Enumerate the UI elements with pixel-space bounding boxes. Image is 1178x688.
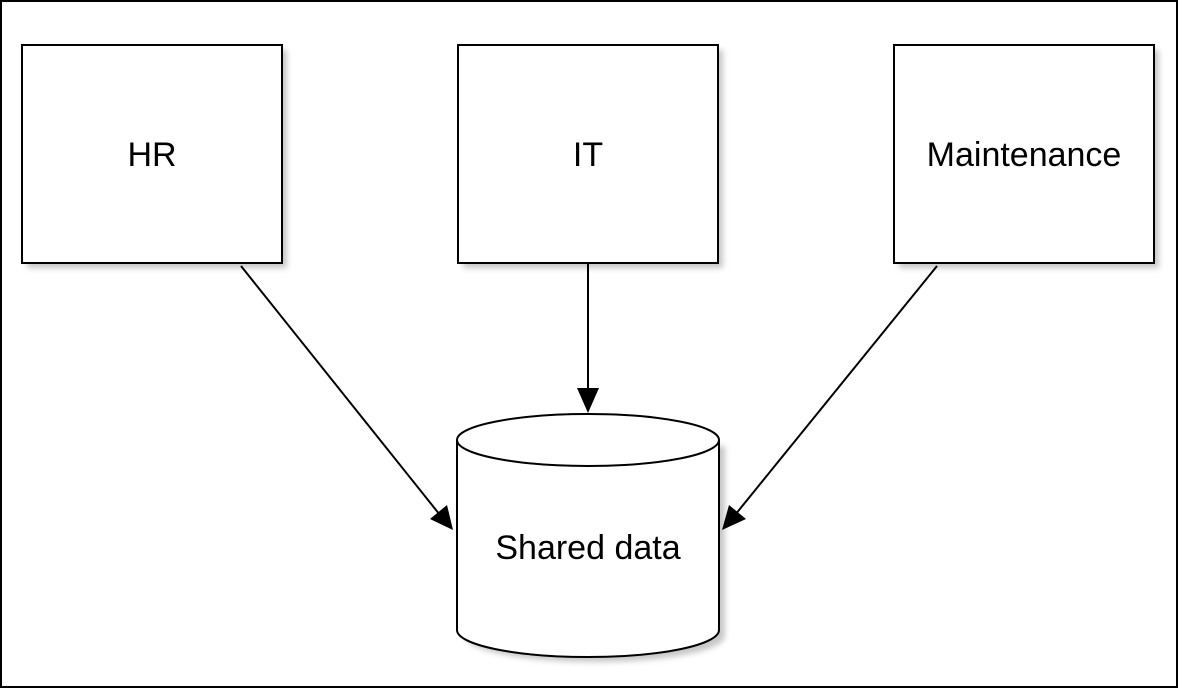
arrow-hr-to-shared-data xyxy=(240,265,441,516)
arrows xyxy=(240,264,938,530)
maintenance-box-rect xyxy=(893,44,1155,264)
shared-data-label: Shared data xyxy=(495,529,680,567)
it-box-label: IT xyxy=(573,136,603,174)
arrowhead-maintenance xyxy=(722,505,746,530)
it-box: IT xyxy=(457,44,719,264)
arrowhead-it xyxy=(577,388,599,413)
it-box-rect xyxy=(457,44,719,264)
shared-data-store: Shared data xyxy=(456,413,720,658)
shared-data-body xyxy=(456,440,720,658)
hr-box-label: HR xyxy=(127,136,176,174)
shared-data-top xyxy=(456,413,720,467)
arrow-maintenance-to-shared-data xyxy=(734,265,938,516)
arrowhead-hr xyxy=(430,505,453,530)
maintenance-box-label: Maintenance xyxy=(927,136,1122,174)
maintenance-box: Maintenance xyxy=(893,44,1155,264)
hr-box: HR xyxy=(21,44,283,264)
hr-box-rect xyxy=(21,44,283,264)
